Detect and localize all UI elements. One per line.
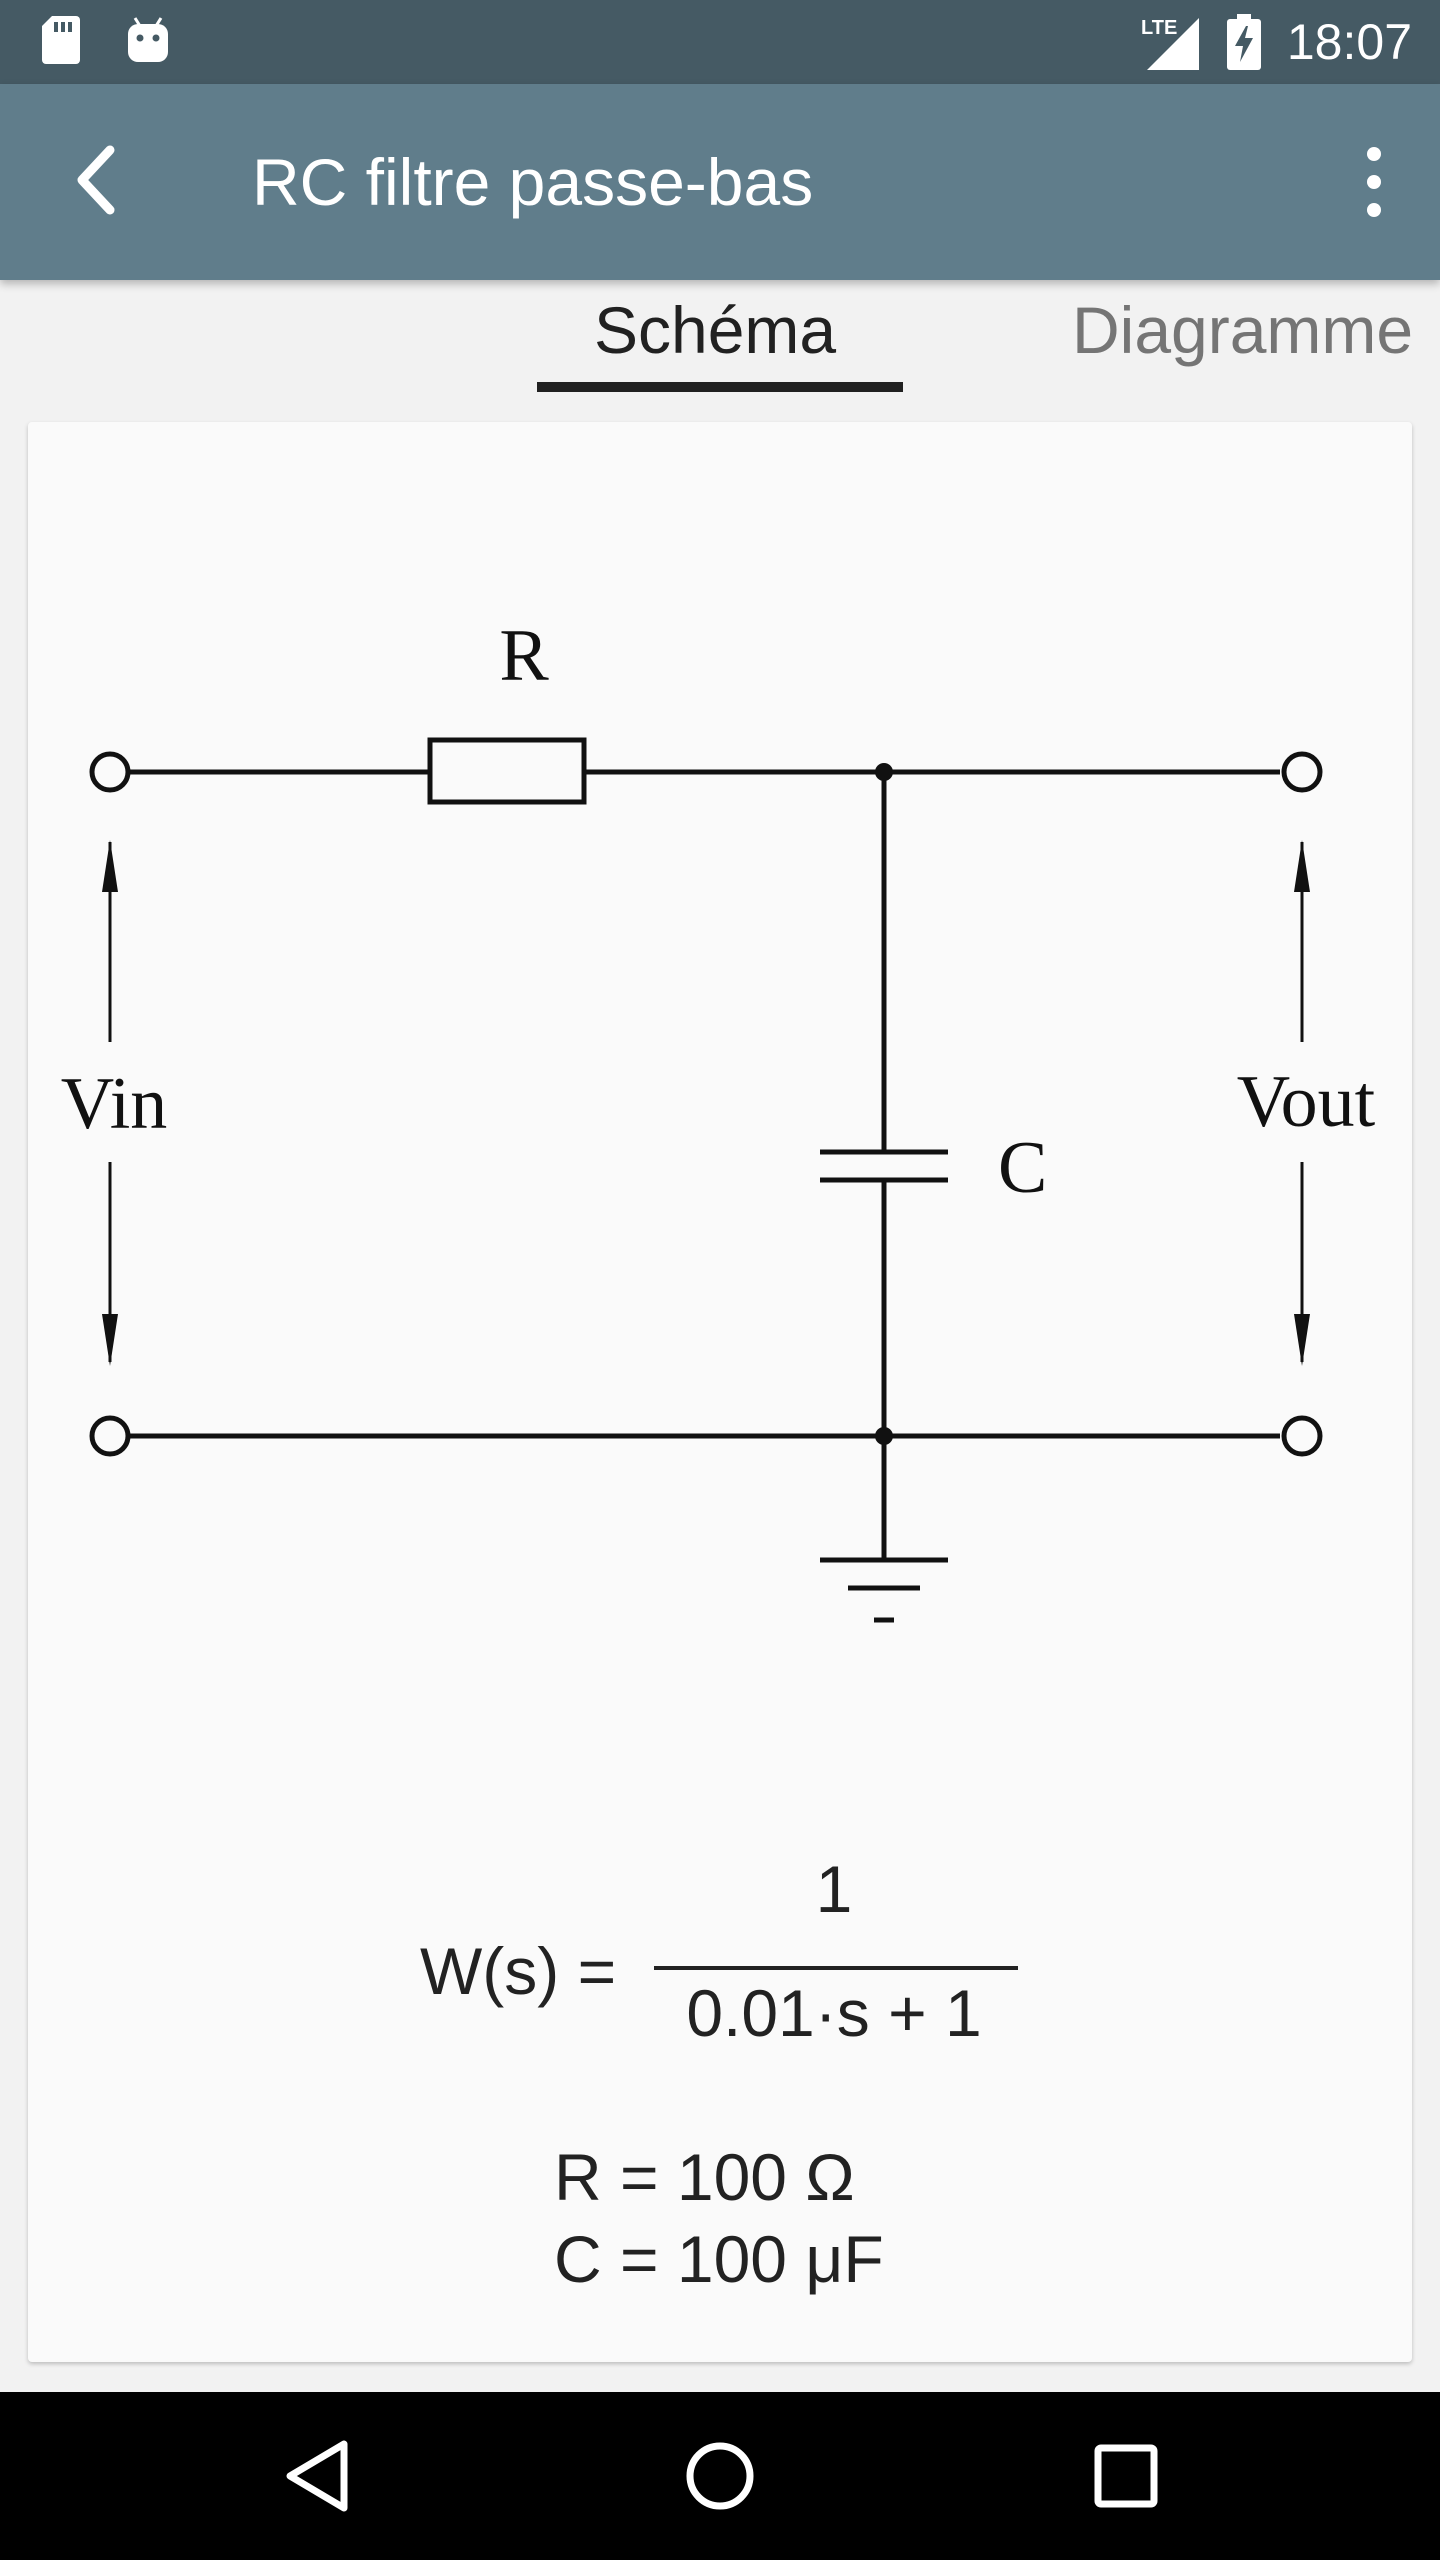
page-title: RC filtre passe-bas <box>252 145 814 219</box>
app-bar: RC filtre passe-bas <box>0 84 1440 280</box>
formula-numerator: 1 <box>816 1852 853 1926</box>
tab-schema[interactable]: Schéma <box>594 293 837 367</box>
sd-card-icon <box>42 16 80 64</box>
terminal-out-top <box>1281 751 1323 793</box>
resistor <box>427 737 587 805</box>
clock: 18:07 <box>1286 14 1412 70</box>
battery-charging-icon <box>1226 14 1261 70</box>
status-bar: LTE 18:07 <box>0 0 1440 84</box>
terminal-in-top <box>89 751 131 793</box>
junction-bottom <box>875 1427 893 1445</box>
terminal-in-bottom <box>89 1415 131 1457</box>
schematic-card: R C Vin Vout W(s) = 1 0.01·s + 1 R = 100… <box>28 422 1412 2362</box>
vout-label: Vout <box>1237 1061 1376 1143</box>
navigation-bar <box>0 2392 1440 2560</box>
terminal-out-bottom <box>1281 1415 1323 1457</box>
capacitance-value: C = 100 μF <box>554 2222 884 2296</box>
formula-denominator: 0.01·s + 1 <box>686 1976 981 2050</box>
home-circle-icon[interactable] <box>680 2436 760 2516</box>
resistor-label: R <box>499 615 549 697</box>
back-triangle-icon[interactable] <box>280 2436 356 2516</box>
signal-icon: LTE <box>1141 17 1199 70</box>
arrow-back-icon[interactable] <box>64 144 136 216</box>
android-icon <box>128 17 168 62</box>
circuit-diagram: R C Vin Vout W(s) = 1 0.01·s + 1 R = 100… <box>61 615 1376 2296</box>
resistance-value: R = 100 Ω <box>554 2140 855 2214</box>
recents-square-icon[interactable] <box>1086 2436 1166 2516</box>
vin-label: Vin <box>61 1063 168 1145</box>
more-vert-icon[interactable] <box>1344 140 1404 224</box>
tab-indicator <box>537 382 903 392</box>
formula-lhs: W(s) = <box>420 1934 616 2008</box>
network-type: LTE <box>1141 17 1177 39</box>
junction-top <box>875 763 893 781</box>
tab-diagram[interactable]: Diagramme <box>1072 293 1414 367</box>
capacitor-label: C <box>998 1127 1047 1209</box>
tab-bar: Schéma Diagramme <box>0 280 1440 400</box>
